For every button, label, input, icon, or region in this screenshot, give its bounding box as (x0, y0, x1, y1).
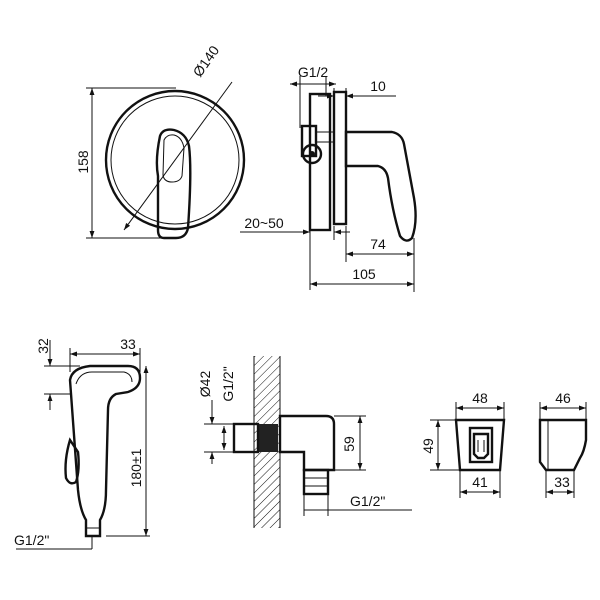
hand-shower-trigger (64, 437, 80, 485)
hand-shower-view: 32 33 180±1 G1/2" (14, 336, 150, 550)
elbow-flange (232, 422, 260, 454)
holder-side-width-top-label: 46 (555, 390, 571, 406)
holder-front-clip (472, 432, 490, 460)
valve-plate (332, 90, 348, 226)
side-total-label: 105 (352, 266, 376, 282)
holder-side-view: 46 33 (538, 390, 588, 498)
elbow-height-label: 59 (341, 436, 357, 452)
side-thread-label: G1/2 (298, 64, 329, 80)
valve-knob-center (309, 151, 315, 157)
front-height-label: 158 (75, 150, 91, 174)
mixer-lever-inner (162, 134, 185, 183)
cover-plate-outer (104, 89, 246, 231)
handshower-width-label: 33 (120, 336, 136, 352)
holder-front-slot (468, 426, 494, 464)
elbow-diameter-label: Ø42 (197, 371, 213, 398)
elbow-thread-top-label: G1/2" (220, 366, 236, 401)
handshower-height-label: 32 (35, 338, 51, 354)
front-diameter-label: Ø140 (190, 42, 223, 79)
handshower-length-label: 180±1 (128, 448, 144, 487)
side-depth-label: 74 (370, 236, 386, 252)
holder-front-height-label: 49 (420, 438, 436, 454)
elbow-outlet (302, 468, 330, 496)
holder-side-body (538, 418, 588, 472)
elbow-body (278, 414, 336, 472)
hand-shower-inner (75, 371, 133, 385)
elbow-thread-bottom-label: G1/2" (350, 493, 385, 509)
side-wall-range-label: 20~50 (244, 215, 284, 231)
elbow-view: Ø42 G1/2" 59 G1/2" (197, 356, 412, 528)
handshower-thread-label: G1/2" (14, 532, 49, 548)
front-view: 158 Ø140 (75, 42, 246, 240)
cover-plate-inner (110, 95, 240, 225)
side-lever (344, 130, 417, 242)
valve-nut (315, 131, 335, 143)
valve-knob (301, 143, 323, 165)
holder-side-width-bottom-label: 33 (554, 474, 570, 490)
hand-shower-body (68, 364, 142, 538)
holder-front-width-top-label: 48 (472, 390, 488, 406)
threaded-insert (258, 424, 278, 452)
mixer-lever (155, 128, 192, 240)
side-plate-label: 10 (370, 78, 386, 94)
side-view: G1/2 10 20~50 74 105 (240, 64, 417, 292)
holder-front-view: 48 49 41 (420, 390, 506, 498)
holder-front-width-bottom-label: 41 (472, 474, 488, 490)
